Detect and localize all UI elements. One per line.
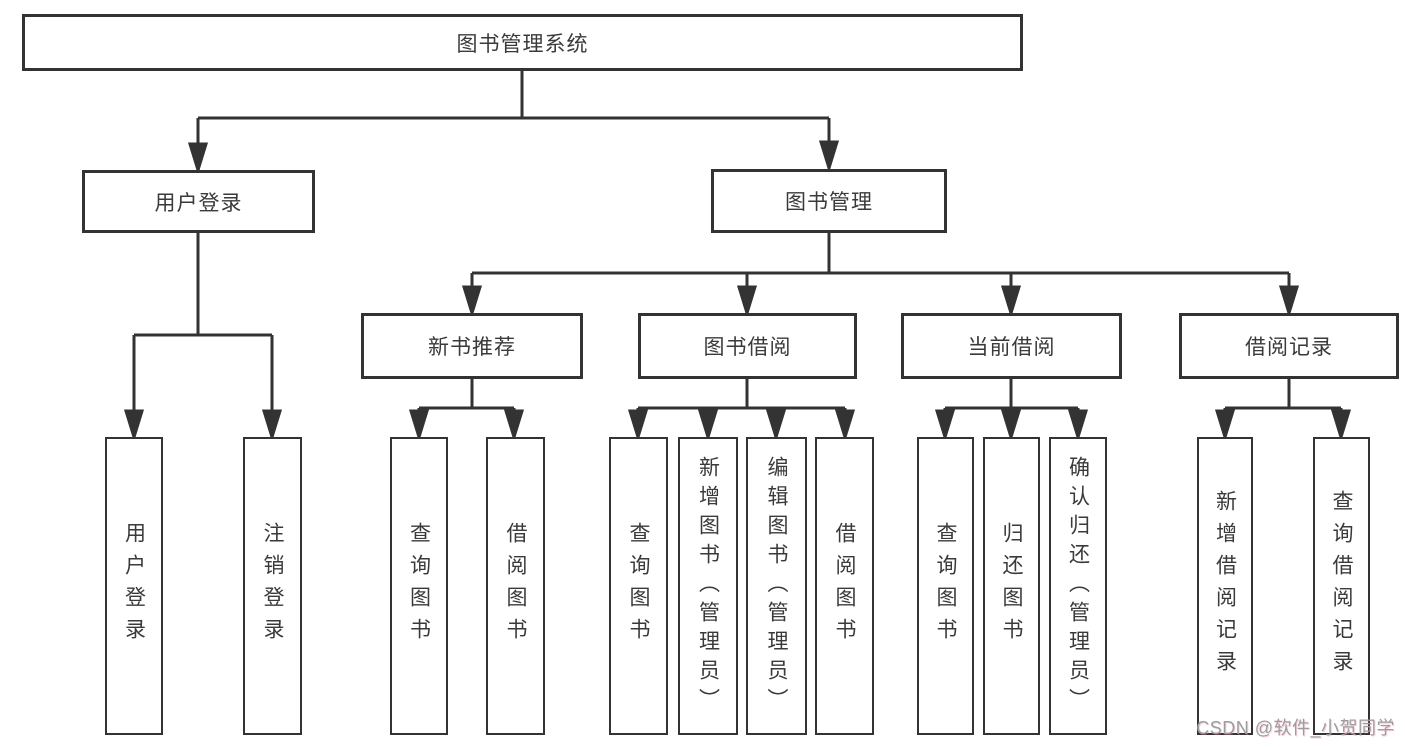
- connector-borrow-records-to-leaves: [1214, 379, 1352, 443]
- leaf-borrow-books-new: 借阅图书: [486, 437, 545, 735]
- leaf-query-borrow-record: 查询借阅记录: [1313, 437, 1370, 735]
- leaf-return-books: 归还图书: [983, 437, 1040, 735]
- node-library-system: 图书管理系统: [22, 14, 1023, 71]
- connector-book-mgmt-to-level3: [461, 233, 1300, 319]
- connector-current-borrow-to-leaves: [934, 379, 1089, 443]
- leaf-edit-book-admin: 编辑图书（管理员）: [746, 437, 807, 735]
- connector-book-borrow-to-leaves: [627, 379, 856, 443]
- connector-user-login-to-leaves: [123, 233, 283, 443]
- leaf-add-book-admin: 新增图书（管理员）: [678, 437, 738, 735]
- node-user-login: 用户登录: [82, 170, 315, 233]
- node-borrow-records: 借阅记录: [1179, 313, 1399, 379]
- node-new-book-recommendation: 新书推荐: [361, 313, 583, 379]
- leaf-query-books-current: 查询图书: [917, 437, 974, 735]
- node-book-borrowing: 图书借阅: [638, 313, 857, 379]
- leaf-borrow-books-borrow: 借阅图书: [815, 437, 874, 735]
- leaf-query-books-new: 查询图书: [390, 437, 448, 735]
- node-book-management: 图书管理: [711, 169, 947, 233]
- node-current-borrowing: 当前借阅: [901, 313, 1122, 379]
- leaf-confirm-return-admin: 确认归还（管理员）: [1049, 437, 1107, 735]
- leaf-user-login: 用户登录: [105, 437, 163, 735]
- leaf-logout: 注销登录: [243, 437, 302, 735]
- connector-root-to-level2: [187, 70, 840, 176]
- leaf-query-books-borrow: 查询图书: [609, 437, 668, 735]
- watermark: CSDN @软件_小贺同学: [1196, 718, 1395, 738]
- leaf-add-borrow-record: 新增借阅记录: [1197, 437, 1253, 735]
- connector-new-books-to-leaves: [408, 379, 525, 443]
